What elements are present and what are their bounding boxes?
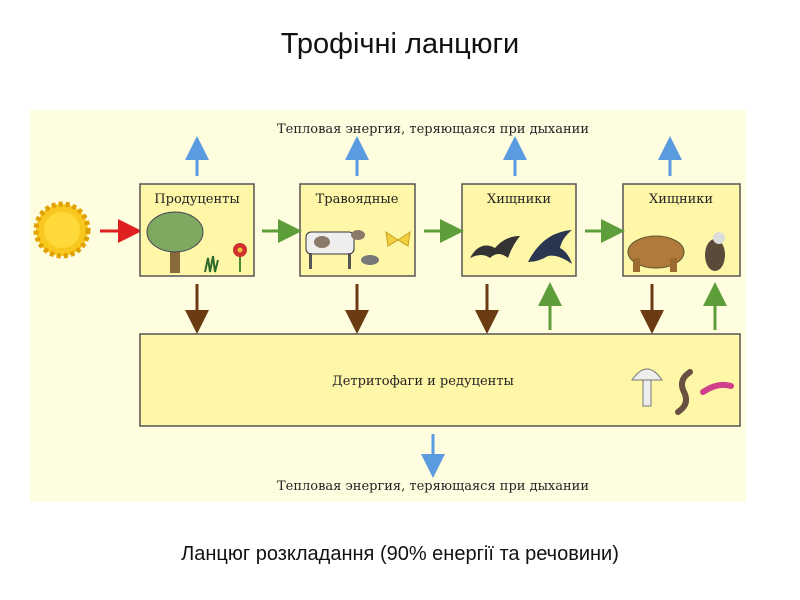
cow-icon xyxy=(305,230,365,269)
bat-icon xyxy=(470,236,520,258)
sun-icon xyxy=(33,201,91,259)
box-herbivores: Травоядные xyxy=(299,183,416,277)
box-herbivores-label: Травоядные xyxy=(316,192,399,207)
box-producers-label: Продуценты xyxy=(154,192,239,207)
box-carnivores-2-label: Хищники xyxy=(649,192,713,207)
tree-icon xyxy=(146,211,204,273)
butterfly-icon xyxy=(385,230,411,247)
mouse-icon xyxy=(361,255,379,265)
eagle-icon xyxy=(705,232,725,271)
box-carnivores-1: Хищники xyxy=(461,183,577,277)
earthworm-icon xyxy=(675,369,693,415)
heat-loss-bottom-label: Тепловая энергия, теряющаяся при дыхании xyxy=(277,479,589,494)
mushroom-icon xyxy=(631,368,663,407)
grass-icon xyxy=(204,255,219,273)
slide-title: Трофічні ланцюги xyxy=(280,28,520,60)
box-producers: Продуценты xyxy=(139,183,255,277)
swallow-icon xyxy=(528,230,572,264)
flow-arrows xyxy=(262,219,727,330)
bear-icon xyxy=(627,235,685,272)
larvae-icon xyxy=(700,381,734,395)
heat-loss-top-label: Тепловая энергия, теряющаяся при дыхании xyxy=(277,122,589,137)
diagram-background xyxy=(30,110,746,502)
detritus-arrows xyxy=(185,284,664,334)
box-carnivores-2: Хищники xyxy=(622,183,741,277)
box-carnivores-1-label: Хищники xyxy=(487,192,551,207)
box-decomposers: Детритофаги и редуценты xyxy=(139,333,741,427)
box-decomposers-label: Детритофаги и редуценты xyxy=(332,374,514,389)
slide-caption: Ланцюг розкладання (90% енергії та речов… xyxy=(181,543,619,565)
flower-icon xyxy=(233,243,247,272)
heat-arrows xyxy=(185,136,682,478)
